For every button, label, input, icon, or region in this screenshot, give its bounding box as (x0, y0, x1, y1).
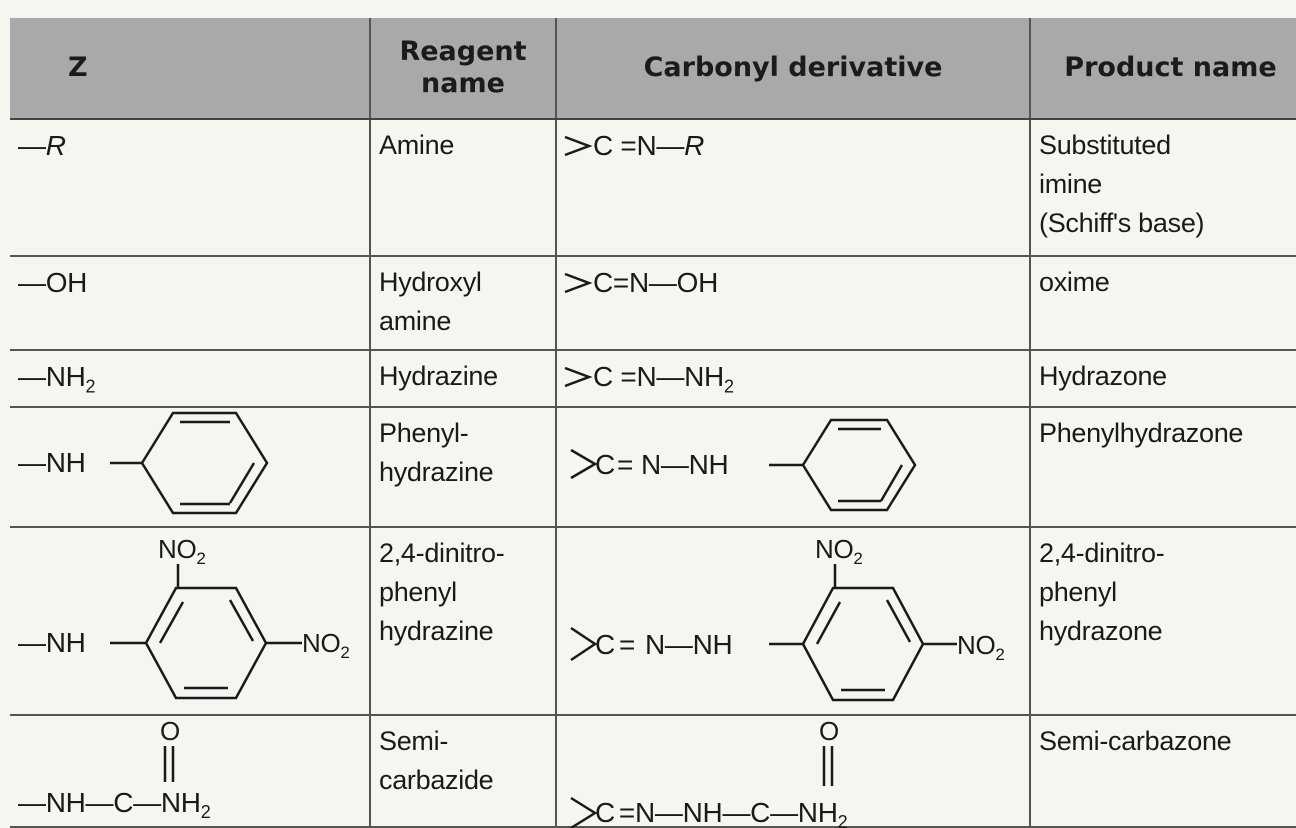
carbonyl-bracket-icon (570, 626, 598, 661)
derivative-cell: C =N—R (555, 119, 1030, 257)
nitro-group-side: NO2 (302, 628, 350, 662)
reagent-cell: Phenyl- hydrazine (369, 406, 556, 528)
product-line: 2,4-dinitro- (1039, 537, 1165, 568)
derivative-cell: O C=N—NH—C—NH2 (555, 714, 1030, 828)
semicarbazide-structure: O —NH—C—NH2 (18, 716, 211, 822)
product-line: imine (1039, 169, 1103, 200)
carbonyl-bracket-icon (570, 796, 598, 828)
derivative-text: C=N—NH—C—NH2 (595, 797, 848, 828)
table-row: —NH Phenyl- hydrazine (10, 406, 1296, 528)
z-cell: —R (10, 119, 370, 257)
product-cell: Semi-carbazone (1029, 714, 1296, 828)
z-formula: —NH (18, 447, 86, 478)
product-name: Semi-carbazone (1039, 725, 1232, 756)
z-cell: —OH (10, 256, 370, 351)
product-line: hydrazone (1039, 615, 1163, 646)
product-name: Hydrazone (1039, 361, 1167, 391)
product-line: phenyl (1039, 576, 1117, 607)
reagent-line: phenyl (379, 576, 457, 607)
z-formula: —R (18, 130, 66, 161)
z-cell: —NH2 (10, 350, 370, 408)
product-line: Substituted (1039, 130, 1171, 160)
phenylhydrazone-structure: C = N—NH (570, 418, 917, 511)
z-cell: NO2 —NH NO2 (10, 526, 370, 716)
z-formula: —NH—C—NH2 (18, 787, 211, 822)
product-cell: Phenylhydrazone (1029, 406, 1296, 528)
reagent-cell: Amine (369, 119, 556, 257)
derivative-formula: C =N—NH2 (564, 357, 1021, 400)
z-formula: —NH (18, 627, 86, 658)
derivative-text: C (595, 449, 615, 480)
table-row: O —NH—C—NH2 Semi- carbazide O C=N—NH—C—N… (10, 714, 1296, 828)
reagent-name: Hydrazine (379, 361, 498, 391)
header-carbonyl-derivative: Carbonyl derivative (555, 18, 1030, 120)
carbonyl-bracket-icon (564, 272, 593, 294)
reagent-line: hydrazine (379, 615, 494, 646)
product-name: Phenylhydrazone (1039, 417, 1244, 448)
reagent-cell: Hydrazine (369, 350, 556, 408)
derivative-formula: C =N—R (564, 126, 1021, 167)
carbonyl-oxygen: O (819, 716, 839, 746)
z-formula: —NH2 (18, 361, 96, 397)
z-formula: —OH (18, 267, 88, 298)
carbonyl-oxygen: O (160, 716, 180, 746)
nitro-group-top: NO2 (815, 534, 863, 568)
reagent-line: 2,4-dinitro- (379, 537, 505, 568)
header-product-name: Product name (1029, 18, 1296, 120)
table-row: —NH2 Hydrazine C =N—NH2 Hydrazone (10, 350, 1296, 408)
table-row: —OH Hydroxyl amine C=N—OH oxime (10, 256, 1296, 351)
derivative-cell: C =N—NH2 (555, 350, 1030, 408)
table-row: —R Amine C =N—R Substituted imine (Schif… (10, 119, 1296, 257)
reagent-line: Semi- (379, 725, 449, 756)
reagent-line: Hydroxyl (379, 267, 482, 297)
reagent-line: hydrazine (379, 456, 494, 487)
z-cell: O —NH—C—NH2 (10, 714, 370, 828)
carbonyl-derivatives-table: Z Reagent name Carbonyl derivative Produ… (10, 18, 1296, 828)
carbonyl-bracket-icon (564, 366, 593, 388)
carbonyl-bracket-icon (564, 135, 593, 157)
product-cell: Substituted imine (Schiff's base) (1029, 119, 1296, 257)
benzene-ring-icon (801, 418, 917, 511)
reagent-line: carbazide (379, 764, 494, 795)
semicarbazone-structure: O C=N—NH—C—NH2 (570, 716, 848, 828)
product-name: oxime (1039, 267, 1110, 297)
nitro-group-top: NO2 (158, 534, 206, 568)
product-cell: Hydrazone (1029, 350, 1296, 408)
derivative-text: N—NH (645, 629, 732, 660)
dinitrophenylhydrazone-structure: C = N—NH NO2 NO2 (570, 534, 1005, 701)
reagent-cell: Hydroxyl amine (369, 256, 556, 351)
derivative-formula: C=N—OH (564, 263, 1021, 304)
table-row: NO2 —NH NO2 2,4- (10, 526, 1296, 716)
derivative-cell: C=N—OH (555, 256, 1030, 351)
benzene-ring-icon (801, 586, 925, 701)
derivative-text: N—NH (641, 449, 728, 480)
header-reagent-name: Reagent name (369, 18, 556, 120)
derivative-text: = (617, 449, 633, 480)
nitro-group-side: NO2 (957, 630, 1005, 664)
reagent-line: amine (379, 306, 452, 337)
reagent-cell: Semi- carbazide (369, 714, 556, 828)
product-cell: 2,4-dinitro- phenyl hydrazone (1029, 526, 1296, 716)
derivative-cell: C = N—NH (555, 406, 1030, 528)
carbonyl-bracket-icon (570, 448, 598, 479)
dinitrophenyl-structure: NO2 —NH NO2 (18, 534, 350, 699)
derivative-text: C (595, 629, 615, 660)
product-line: (Schiff's base) (1039, 208, 1205, 239)
header-z: Z (10, 18, 370, 120)
reagent-name: Amine (379, 130, 455, 160)
derivative-cell: C = N—NH NO2 NO2 (555, 526, 1030, 716)
z-cell: —NH (10, 406, 370, 528)
benzene-ring-icon (140, 411, 269, 514)
reagent-line: Phenyl- (379, 417, 469, 448)
product-cell: oxime (1029, 256, 1296, 351)
derivative-text: = (619, 629, 635, 660)
reagent-cell: 2,4-dinitro- phenyl hydrazine (369, 526, 556, 716)
benzene-ring-icon (144, 586, 268, 699)
phenyl-structure: —NH (18, 411, 269, 514)
header-row: Z Reagent name Carbonyl derivative Produ… (10, 18, 1296, 120)
